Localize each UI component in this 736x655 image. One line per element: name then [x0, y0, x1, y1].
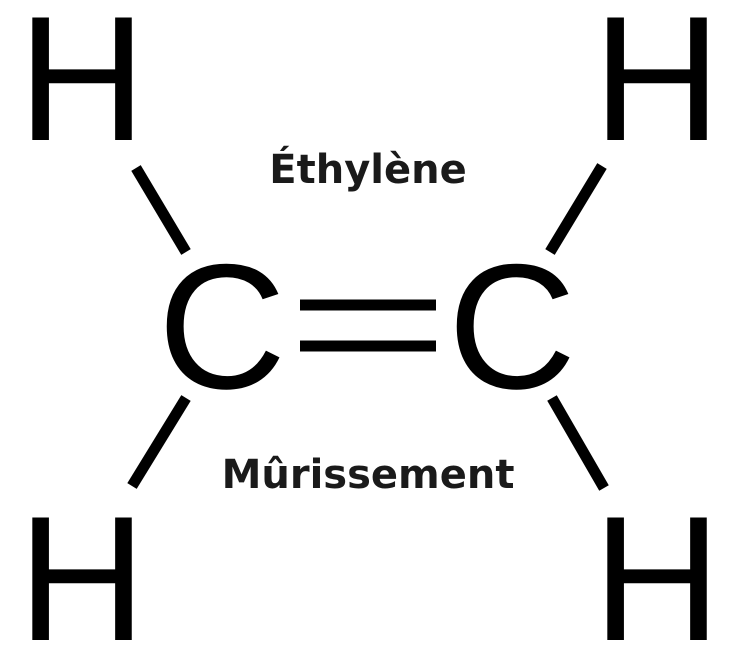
molecule-title: Éthylène: [269, 145, 466, 193]
atom-h-bottom-right: H: [593, 479, 722, 655]
molecule-subtitle: Mûrissement: [222, 452, 515, 498]
bond-bottom-left: [127, 395, 191, 489]
atom-h-top-left: H: [18, 0, 147, 178]
atom-c-right: C: [448, 227, 577, 426]
atom-h-top-right: H: [593, 0, 722, 178]
bond-top-right: [545, 163, 607, 255]
atom-c-left: C: [158, 227, 287, 426]
atom-h-bottom-left: H: [18, 479, 147, 655]
bond-top-left: [131, 165, 191, 255]
bond-bottom-right: [547, 395, 609, 491]
